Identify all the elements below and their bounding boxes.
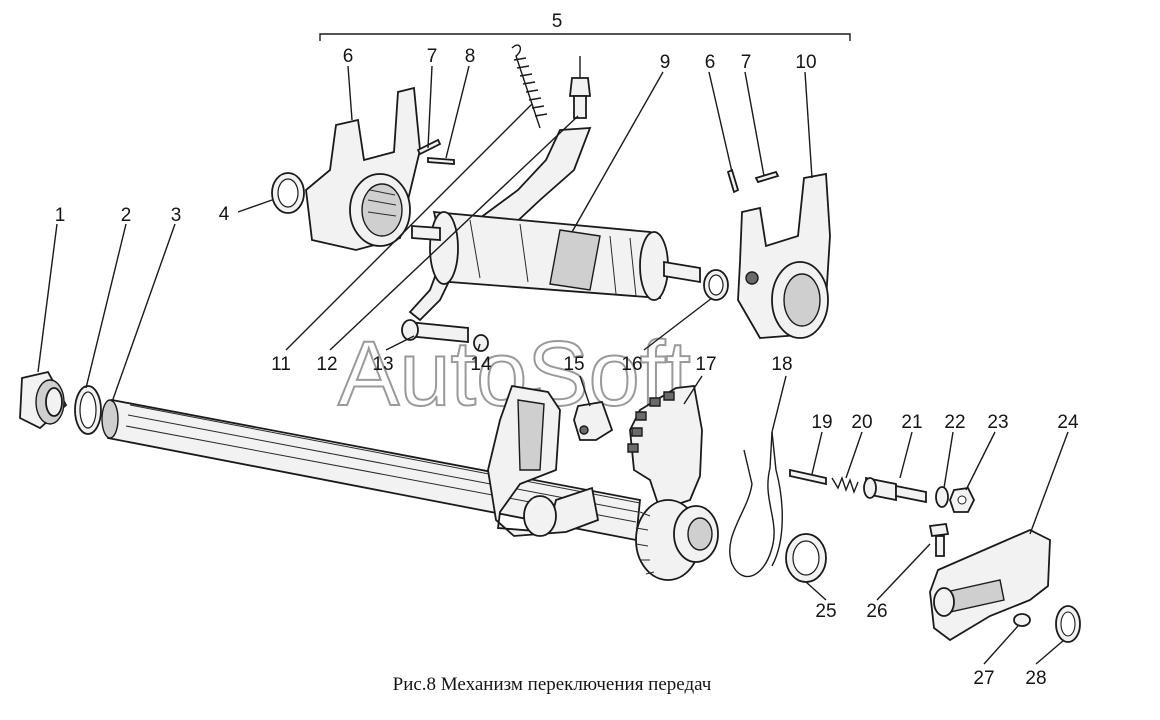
clip-part-14 xyxy=(473,334,489,352)
bracket-part-15 xyxy=(573,400,614,441)
callout-10: 10 xyxy=(795,52,816,73)
callout-23: 23 xyxy=(987,412,1008,433)
callout-28: 28 xyxy=(1025,668,1046,689)
fork-part-10-right xyxy=(737,172,831,339)
callout-8: 8 xyxy=(465,46,476,67)
callout-20: 20 xyxy=(851,412,872,433)
ring-part-16 xyxy=(703,269,729,301)
callout-5: 5 xyxy=(552,11,563,32)
callout-21: 21 xyxy=(901,412,922,433)
bolt-part-26 xyxy=(928,523,950,557)
spring-clip-part-18 xyxy=(729,431,783,577)
callout-16: 16 xyxy=(621,354,642,375)
gear-wheel xyxy=(635,499,719,581)
callout-27: 27 xyxy=(973,668,994,689)
pin-part-13 xyxy=(401,319,469,343)
ring-part-4 xyxy=(271,172,305,214)
callout-19: 19 xyxy=(811,412,832,433)
ring-part-28 xyxy=(1055,605,1081,643)
callout-labels: 5 1 2 3 4 6 7 8 9 6 7 10 11 12 13 14 15 … xyxy=(55,11,1079,689)
ring-part-2 xyxy=(74,385,102,435)
bracket-part-24 xyxy=(929,529,1051,642)
selector-housing xyxy=(487,384,600,537)
drum-part-9 xyxy=(411,210,701,301)
callout-15: 15 xyxy=(563,354,584,375)
bolt-part-21 xyxy=(863,476,927,504)
nut-part-23 xyxy=(949,487,976,513)
callout-4: 4 xyxy=(219,204,230,225)
callout-6-left: 6 xyxy=(343,46,354,67)
callout-7-left: 7 xyxy=(427,46,438,67)
callout-12: 12 xyxy=(316,354,337,375)
callout-9: 9 xyxy=(660,52,671,73)
callout-25: 25 xyxy=(815,601,836,622)
spring-part-11 xyxy=(511,44,548,129)
callout-2: 2 xyxy=(121,205,132,226)
callout-26: 26 xyxy=(866,601,887,622)
key-part-27 xyxy=(1013,613,1031,627)
bushing-part-1 xyxy=(19,370,68,430)
callout-14: 14 xyxy=(470,354,492,375)
callout-22: 22 xyxy=(944,412,965,433)
leader-lines xyxy=(37,65,1069,665)
pin-part-19 xyxy=(789,468,827,486)
callout-24: 24 xyxy=(1057,412,1079,433)
washer-part-22 xyxy=(935,486,949,508)
callout-7-right: 7 xyxy=(741,52,752,73)
callout-3: 3 xyxy=(171,205,182,226)
pins-part-6-7-right xyxy=(726,168,780,194)
callout-13: 13 xyxy=(372,354,393,375)
ring-part-25 xyxy=(785,533,827,583)
spring-part-20 xyxy=(831,475,859,495)
callout-18: 18 xyxy=(771,354,792,375)
callout-11: 11 xyxy=(271,354,291,375)
figure-caption: Рис.8 Механизм переключения передач xyxy=(393,674,712,695)
callout-17: 17 xyxy=(695,354,716,375)
callout-1: 1 xyxy=(55,205,66,226)
bolt-part-12 xyxy=(568,56,592,119)
pins-part-7-8-left xyxy=(416,138,455,165)
fork-part-6-left xyxy=(305,86,421,251)
group-bracket xyxy=(319,33,851,41)
callout-6-right: 6 xyxy=(705,52,716,73)
